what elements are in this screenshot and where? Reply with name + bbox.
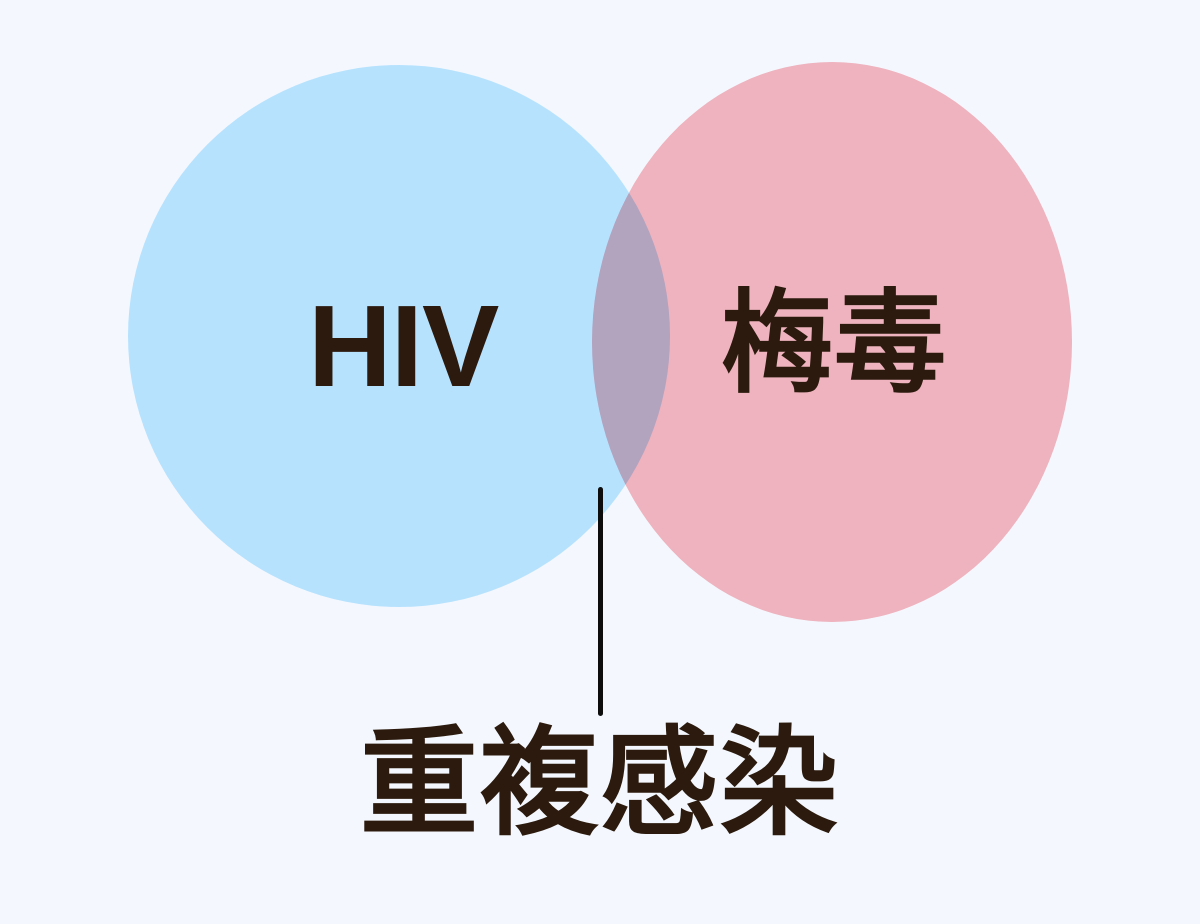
venn-label-right-syphilis: 梅毒 bbox=[721, 279, 947, 409]
venn-circle-left-hiv bbox=[128, 65, 670, 607]
venn-label-left-hiv: HIV bbox=[308, 281, 499, 411]
intersection-caption-coinfection: 重複感染 bbox=[359, 714, 840, 852]
intersection-leader-line bbox=[598, 487, 603, 716]
venn-circle-right-syphilis bbox=[592, 62, 1072, 622]
